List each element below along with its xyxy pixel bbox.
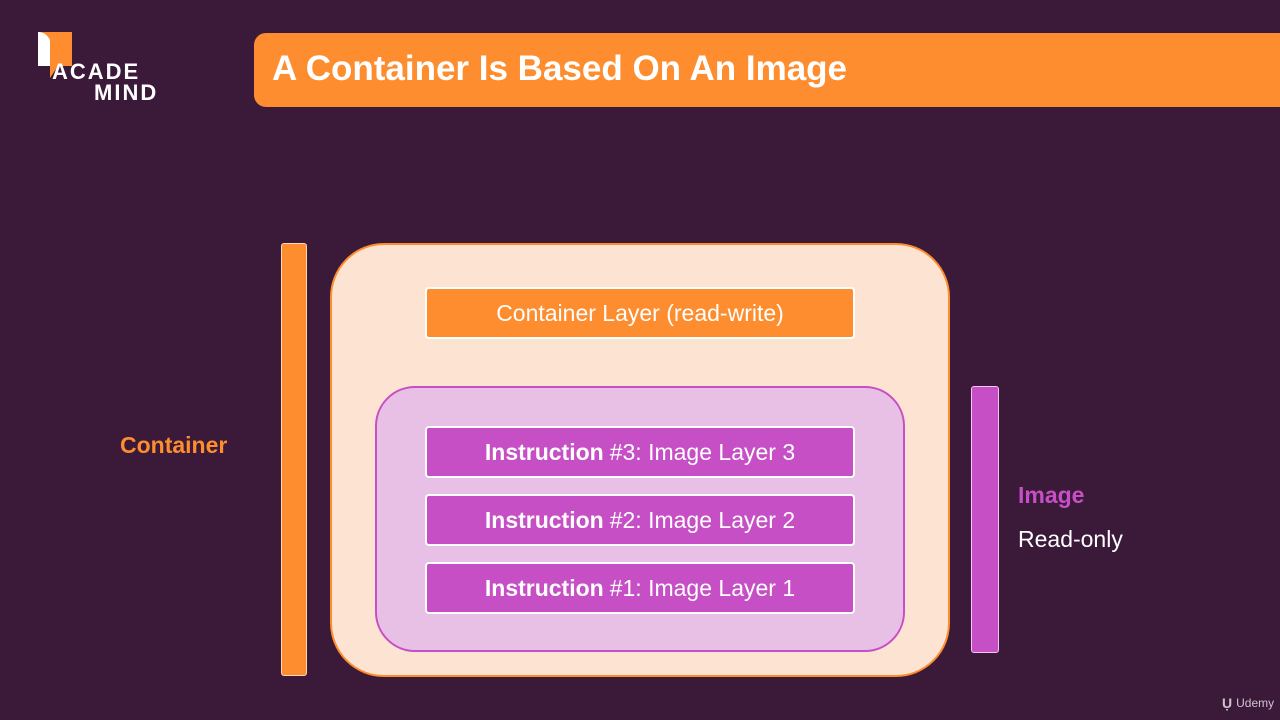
image-layer-label: #1: Image Layer 1	[609, 574, 796, 601]
image-label: Image	[1018, 482, 1085, 508]
image-readonly-label: Read-only	[1018, 526, 1123, 552]
udemy-watermark: Ụ Udemy	[1222, 695, 1274, 711]
image-layer-3: Instruction #3: Image Layer 3	[425, 426, 855, 478]
container-bracket-bar	[281, 243, 307, 676]
title-banner: A Container Is Based On An Image	[254, 33, 1280, 107]
instruction-keyword: Instruction	[484, 574, 604, 601]
logo-text-line1: ACADE	[52, 59, 141, 84]
udemy-watermark-text: Udemy	[1236, 696, 1275, 710]
container-label: Container	[120, 432, 228, 458]
image-layer-label: #2: Image Layer 2	[609, 506, 796, 533]
udemy-logo-icon: Ụ	[1222, 695, 1233, 711]
image-bracket-bar	[971, 386, 999, 653]
academind-logo: ACADE MIND	[34, 28, 174, 108]
image-layer-2: Instruction #2: Image Layer 2	[425, 494, 855, 546]
container-layer-label: Container Layer (read-write)	[496, 299, 784, 326]
slide-title: A Container Is Based On An Image	[272, 49, 848, 88]
container-layer-box: Container Layer (read-write)	[425, 287, 855, 339]
image-layer-1: Instruction #1: Image Layer 1	[425, 562, 855, 614]
instruction-keyword: Instruction	[484, 438, 604, 465]
logo-text-line2: MIND	[94, 80, 159, 105]
flag-icon	[38, 32, 72, 78]
instruction-keyword: Instruction	[484, 506, 604, 533]
image-layer-label: #3: Image Layer 3	[609, 438, 796, 465]
